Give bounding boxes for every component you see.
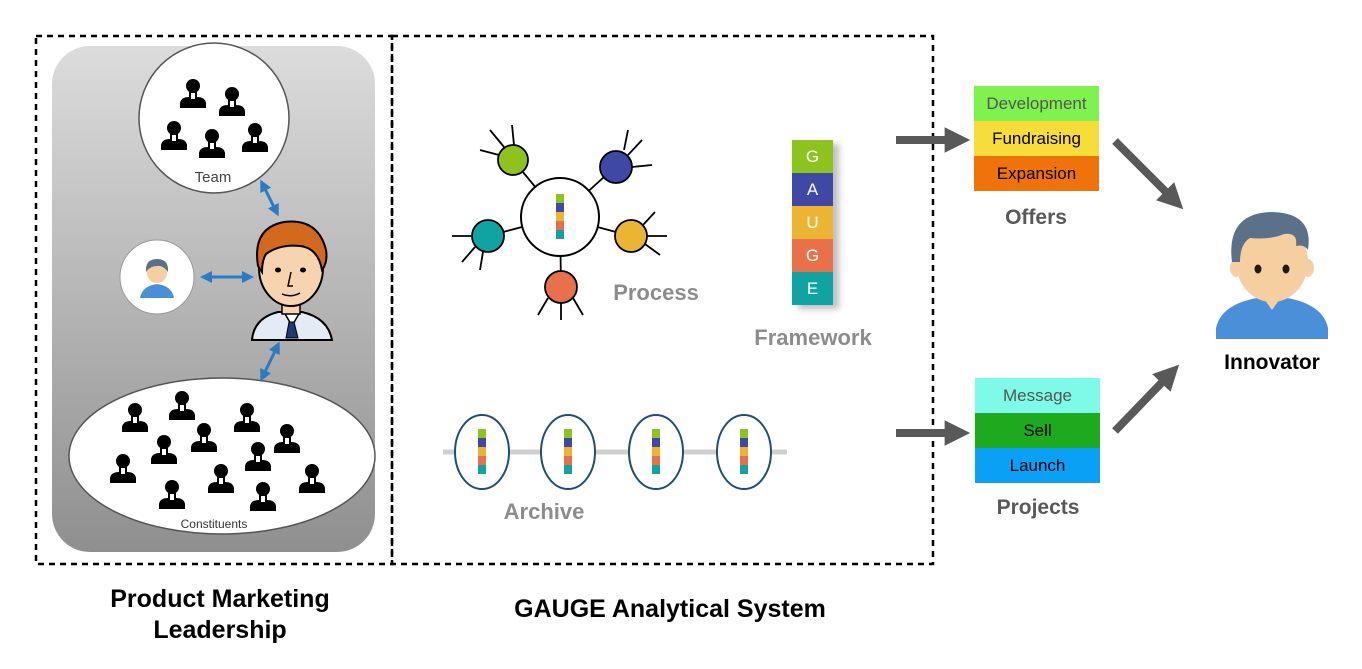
archive-gauge-bar xyxy=(740,429,748,474)
process-node xyxy=(497,144,529,176)
mini-bar-segment xyxy=(740,438,748,447)
team-link-arrow xyxy=(260,179,279,217)
mini-bar-segment xyxy=(478,447,486,456)
mini-bar-segment xyxy=(564,438,572,447)
mini-bar-segment xyxy=(564,456,572,465)
process-node xyxy=(544,270,578,304)
mini-bar-segment xyxy=(564,429,572,438)
archive-label: Archive xyxy=(504,499,585,524)
constituents-group: Constituents xyxy=(68,377,376,535)
innovator-label: Innovator xyxy=(1224,351,1320,374)
hub-gauge-bar xyxy=(556,194,564,239)
mini-bar-segment xyxy=(556,212,564,221)
mini-bar-segment xyxy=(564,447,572,456)
gauge-letter-a-1: A xyxy=(792,173,833,206)
gauge-letter-g-0: G xyxy=(792,140,833,173)
leadership-caption: Product Marketing Leadership xyxy=(60,584,380,646)
mini-bar-segment xyxy=(652,456,660,465)
mini-bar-segment xyxy=(740,456,748,465)
constituents-ellipse xyxy=(68,377,376,535)
projects-box: Message Sell Launch xyxy=(975,378,1100,483)
mini-bar-segment xyxy=(652,447,660,456)
gauge-letter-u-2: U xyxy=(792,206,833,239)
mini-bar-segment xyxy=(740,447,748,456)
process-label: Process xyxy=(613,280,699,305)
offers-to-innovator-arrow xyxy=(1112,138,1184,210)
gauge-letter-g-3: G xyxy=(792,239,833,272)
projects-to-innovator-arrow xyxy=(1112,364,1180,434)
process-node xyxy=(599,150,633,184)
project-sell: Sell xyxy=(975,413,1100,448)
team-label: Team xyxy=(195,169,232,186)
project-launch: Launch xyxy=(975,448,1100,483)
mini-bar-segment xyxy=(556,221,564,230)
offer-expansion: Expansion xyxy=(974,156,1099,191)
constituents-link-arrow xyxy=(260,341,280,382)
mini-bar-segment xyxy=(478,456,486,465)
leadership-caption-line1: Product Marketing xyxy=(110,585,330,613)
archive-gauge-bar xyxy=(564,429,572,474)
mini-bar-segment xyxy=(652,429,660,438)
mini-bar-segment xyxy=(564,465,572,474)
projects-label: Projects xyxy=(997,496,1080,519)
archive-gauge-bar xyxy=(652,429,660,474)
mini-bar-segment xyxy=(556,203,564,212)
process-diagram xyxy=(452,124,667,320)
mini-bar-segment xyxy=(478,438,486,447)
mini-bar-segment xyxy=(556,230,564,239)
team-group: Team xyxy=(138,42,290,194)
mini-bar-segment xyxy=(652,465,660,474)
offer-development: Development xyxy=(974,86,1099,121)
framework-label: Framework xyxy=(754,325,872,350)
user-group xyxy=(119,239,195,315)
leader-icon xyxy=(250,220,334,341)
process-node xyxy=(614,219,648,253)
user-avatar-icon xyxy=(140,259,174,298)
mini-bar-segment xyxy=(478,465,486,474)
archive-diagram xyxy=(443,414,787,490)
mini-bar-segment xyxy=(740,429,748,438)
gauge-system-caption: GAUGE Analytical System xyxy=(514,595,826,623)
process-node xyxy=(471,219,505,253)
archive-gauge-bar xyxy=(478,429,486,474)
leadership-caption-line2: Leadership xyxy=(153,616,287,644)
center-dashed-frame xyxy=(390,34,935,566)
mini-bar-segment xyxy=(556,194,564,203)
offers-box: Development Fundraising Expansion xyxy=(974,86,1099,191)
mini-bar-segment xyxy=(652,438,660,447)
mini-bar-segment xyxy=(740,465,748,474)
offer-fundraising: Fundraising xyxy=(974,121,1099,156)
constituents-label: Constituents xyxy=(181,517,248,531)
project-message: Message xyxy=(975,378,1100,413)
innovator-avatar-icon xyxy=(1216,212,1328,339)
offers-label: Offers xyxy=(1005,206,1067,229)
team-circle xyxy=(138,42,290,194)
gauge-letter-e-4: E xyxy=(792,272,833,305)
mini-bar-segment xyxy=(478,429,486,438)
